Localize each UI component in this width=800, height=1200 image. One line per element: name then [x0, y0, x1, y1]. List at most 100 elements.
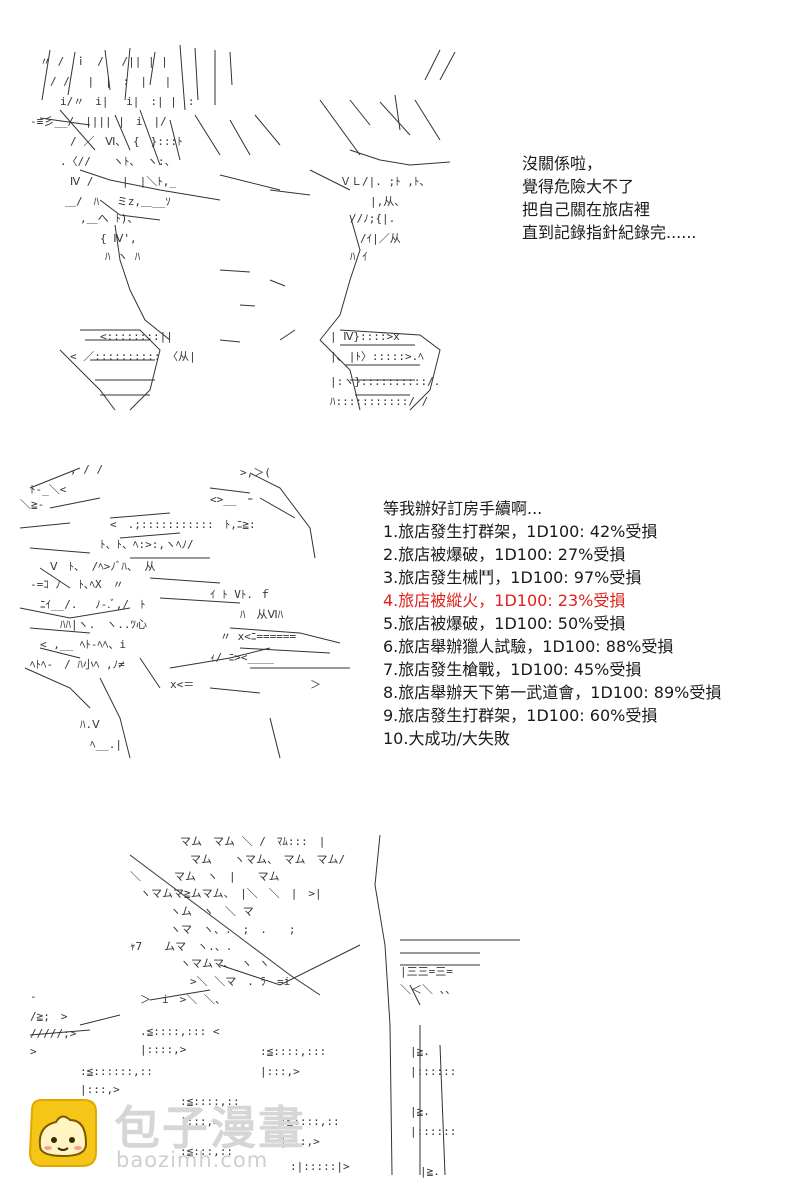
svg-text::≦:::,::: :≦:::,::	[180, 1145, 233, 1158]
svg-text:ヽマムマ≧ムマム、 |＼ ＼ | >|: ヽマムマ≧ムマム、 |＼ ＼ | >|	[140, 887, 322, 900]
svg-text:|::::,>: |::::,>	[140, 1043, 187, 1056]
svg-text:ﾄ、ﾄ、ﾍ:>:,ヽﾍﾉ/: ﾄ、ﾄ、ﾍ:>:,ヽﾍﾉ/	[100, 538, 194, 551]
svg-text:>: >	[30, 1045, 37, 1058]
svg-text:〃 / ｉ / /|| | |: 〃 / ｉ / /|| | |	[40, 55, 168, 68]
svg-text:/ｲ|／从: /ｲ|／从	[360, 232, 401, 245]
option-line: 9.旅店發生打群架，1D100: 60%受損	[383, 706, 658, 725]
svg-text:< ／:::::::::: 〈从|: < ／:::::::::: 〈从|	[70, 350, 196, 363]
svg-text:| Ⅳ}::::>x: | Ⅳ}::::>x	[330, 330, 400, 343]
svg-text::|:::::|>: :|:::::|>	[290, 1160, 350, 1173]
svg-text::≦::::,:::: :≦::::,:::	[260, 1045, 326, 1058]
ascii-art-scene-3: マム マム ＼ / ﾏﾑ::: | マム ヽマム、 マム マム/ ＼ マム ヽ …	[20, 825, 540, 1185]
svg-text:＞: ＞	[310, 678, 321, 691]
dialog-line: 沒關係啦，	[522, 154, 603, 173]
option-line: 7.旅店發生槍戰，1D100: 45%受損	[383, 660, 642, 679]
svg-text:ﾊ 从Ⅵﾊ: ﾊ 从Ⅵﾊ	[240, 608, 284, 621]
option-line: 8.旅店舉辦天下第一武道會，1D100: 89%受損	[383, 683, 722, 702]
svg-text:ﾍﾄﾍ- / ﾊ小ﾍ ,ﾉ≠: ﾍﾄﾍ- / ﾊ小ﾍ ,ﾉ≠	[30, 658, 125, 671]
svg-text:-=ｺ ﾉ ﾄ､ﾍX 〃: -=ｺ ﾉ ﾄ､ﾍX 〃	[30, 578, 124, 591]
dialog-title: 等我辦好訂房手續啊...	[383, 499, 543, 518]
svg-text:.≦::::,::: <: .≦::::,::: <	[140, 1025, 220, 1038]
svg-text:-: -	[30, 990, 37, 1003]
panel-1: 〃 / ｉ / /|| | | / / | | : | | i/〃 i| i| …	[0, 30, 800, 420]
svg-text:< .;::::::::::: ﾄ,ﾆ≧:: < .;::::::::::: ﾄ,ﾆ≧:	[110, 518, 256, 531]
svg-text::≦::::,::: :≦::::,::	[280, 1115, 340, 1128]
option-line: 10.大成功/大失敗	[383, 729, 510, 748]
svg-text:>＼ ＼マ . ﾗ =i: >＼ ＼マ . ﾗ =i	[190, 975, 290, 988]
svg-text:ｨ/ ﾆ><____: ｨ/ ﾆ><____	[210, 651, 274, 664]
svg-text:/ / | | : | |: / / | | : | |	[50, 75, 171, 88]
svg-text:マム マム ＼ / ﾏﾑ::: |: マム マム ＼ / ﾏﾑ::: |	[180, 835, 325, 848]
svg-text:ﾄ-_＼<: ﾄ-_＼<	[30, 483, 67, 496]
option-line: 1.旅店發生打群架，1D100: 42%受損	[383, 522, 658, 541]
svg-text:i/〃 i| i| :| | :: i/〃 i| i| :| | :	[60, 95, 194, 108]
svg-text:>,＞(: >,＞(	[240, 466, 271, 479]
svg-text:＿/ ﾊ ミz,＿__ｿ: ＿/ ﾊ ミz,＿__ｿ	[65, 195, 171, 208]
svg-text:|::::::: |::::::	[410, 1065, 456, 1078]
svg-text:|:::,>: |:::,>	[260, 1065, 300, 1078]
svg-text:|≧.: |≧.	[410, 1045, 430, 1058]
svg-text:ｬ7 ムマ ヽ.、.: ｬ7 ムマ ヽ.、.	[130, 940, 232, 953]
svg-text://ﾉ;{|.: //ﾉ;{|.	[350, 212, 395, 225]
panel-3: マム マム ＼ / ﾏﾑ::: | マム ヽマム、 マム マム/ ＼ マム ヽ …	[0, 820, 800, 1190]
watermark-url: baozimh.com	[116, 1148, 269, 1172]
svg-text:/≧; >: /≧; >	[30, 1010, 68, 1023]
svg-text:Ⅴ ﾄ、 /ﾍ>ﾉﾞﾊ、 从: Ⅴ ﾄ、 /ﾍ>ﾉﾞﾊ、 从	[50, 560, 156, 573]
option-line-highlighted: 4.旅店被縱火，1D100: 23%受損	[383, 591, 626, 610]
svg-text:ﾊ:::::::::::/ /: ﾊ:::::::::::/ /	[330, 395, 428, 408]
svg-text:.〈// ヽﾄ、 ヽ:、: .〈// ヽﾄ、 ヽ:、	[60, 155, 176, 168]
svg-text:|,从、: |,从、	[370, 195, 405, 208]
svg-text:〃 x<ﾆ======: 〃 x<ﾆ======	[220, 630, 296, 643]
svg-text:ヽム ヽ ＼ マ: ヽム ヽ ＼ マ	[170, 905, 254, 918]
svg-text::≦::::,::: :≦::::,::	[180, 1095, 240, 1108]
ascii-art-character-1: 〃 / ｉ / /|| | | / / | | : | | i/〃 i| i| …	[20, 40, 490, 415]
svg-text:|::::::: |::::::	[410, 1125, 456, 1138]
svg-text:{ Ⅳ',: { Ⅳ',	[100, 232, 137, 245]
svg-text:ﾍ__.|: ﾍ__.|	[90, 738, 122, 751]
svg-text:ＶＬ/|. ;ﾄ ,ﾄ、: ＶＬ/|. ;ﾄ ,ﾄ、	[340, 175, 430, 188]
watermark: 包子漫畫 baozimh.com	[24, 1090, 324, 1180]
svg-text:ヽマムマ、 ヽ ヽ: ヽマムマ、 ヽ ヽ	[180, 957, 270, 970]
option-line: 6.旅店舉辦獵人試驗，1D100: 88%受損	[383, 637, 674, 656]
svg-text:ﾆｲ__/. ﾉ-.ﾞ,/ ﾄ: ﾆｲ__/. ﾉ-.ﾞ,/ ﾄ	[40, 598, 146, 611]
svg-text:ﾊﾊ|ヽ. ヽ..ﾂ心: ﾊﾊ|ヽ. ヽ..ﾂ心	[60, 618, 147, 631]
svg-text:|≧.: |≧.	[410, 1105, 430, 1118]
dialog-line: 覺得危險大不了	[522, 177, 635, 196]
svg-text:<>__ ｰ: <>__ ｰ	[210, 493, 253, 506]
svg-text:x<＝: x<＝	[170, 678, 194, 691]
svg-text:ｲ ﾄ Vﾄ. ｆ: ｲ ﾄ Vﾄ. ｆ	[210, 588, 271, 601]
svg-text:マム ヽマム、 マム マム/: マム ヽマム、 マム マム/	[190, 853, 345, 866]
svg-text:＞ i >＼ ＼、: ＞ i >＼ ＼、	[140, 993, 226, 1006]
svg-text:ﾊ ｲ: ﾊ ｲ	[350, 250, 368, 263]
svg-text:|三三=三=: |三三=三=	[400, 965, 453, 978]
svg-text:|:::,>: |:::,>	[180, 1115, 220, 1128]
svg-text:|:::,>: |:::,>	[80, 1083, 120, 1096]
svg-text:ヽマ ヽ、. ; . ;: ヽマ ヽ、. ; . ;	[170, 923, 296, 936]
svg-text:|､ |ﾄ〉:::::>.ﾍ: |､ |ﾄ〉:::::>.ﾍ	[330, 350, 424, 363]
svg-text:＼≧-: ＼≧-	[20, 498, 44, 511]
svg-text:, / /: , / /	[70, 463, 103, 476]
svg-text:/ ／ Ⅵ、 { }:::ﾄ: / ／ Ⅵ、 { }:::ﾄ	[70, 135, 183, 148]
dialog-line: 直到記錄指針紀錄完......	[522, 223, 697, 242]
option-line: 2.旅店被爆破，1D100: 27%受損	[383, 545, 626, 564]
svg-text:＼ マム ヽ | マム: ＼ マム ヽ | マム	[130, 870, 280, 883]
option-line: 3.旅店發生械鬥，1D100: 97%受損	[383, 568, 642, 587]
svg-text:|:::,>: |:::,>	[280, 1135, 320, 1148]
svg-text:ﾊ.Ⅴ: ﾊ.Ⅴ	[80, 718, 100, 731]
svg-text:|≧.: |≧.	[420, 1165, 440, 1178]
dialog-text-1: 沒關係啦， 覺得危險大不了 把自己關在旅店裡 直到記錄指針紀錄完......	[522, 152, 697, 244]
watermark-title: 包子漫畫	[114, 1101, 306, 1155]
option-line: 5.旅店被爆破，1D100: 50%受損	[383, 614, 626, 633]
svg-text:<::::::::||: <::::::::||	[100, 330, 173, 343]
svg-text:< ,__ ﾍﾄ-ﾍﾍ、i: < ,__ ﾍﾄ-ﾍﾍ、i	[40, 638, 126, 651]
svg-text:-≡彡__/ |||| | i |/: -≡彡__/ |||| | i |/	[30, 115, 167, 128]
panel-2: , / / ﾄ-_＼< ＼≧- >,＞( <>__ ｰ < .;::::::::…	[0, 450, 800, 770]
svg-text:,＿へ ﾄ)、: ,＿へ ﾄ)、	[80, 212, 138, 225]
svg-text::≦::::::,::: :≦::::::,::	[80, 1065, 153, 1078]
svg-text:Ⅳ / | |＼ﾄ,_: Ⅳ / | |＼ﾄ,_	[70, 175, 176, 188]
dialog-text-2: 等我辦好訂房手續啊... 1.旅店發生打群架，1D100: 42%受損 2.旅店…	[383, 497, 721, 750]
dialog-line: 把自己關在旅店裡	[522, 200, 651, 219]
svg-text:ﾊ ヽ ﾊ: ﾊ ヽ ﾊ	[105, 250, 141, 263]
svg-text://///;>: /////;>	[30, 1027, 77, 1040]
baozi-mascot-icon	[24, 1096, 102, 1170]
